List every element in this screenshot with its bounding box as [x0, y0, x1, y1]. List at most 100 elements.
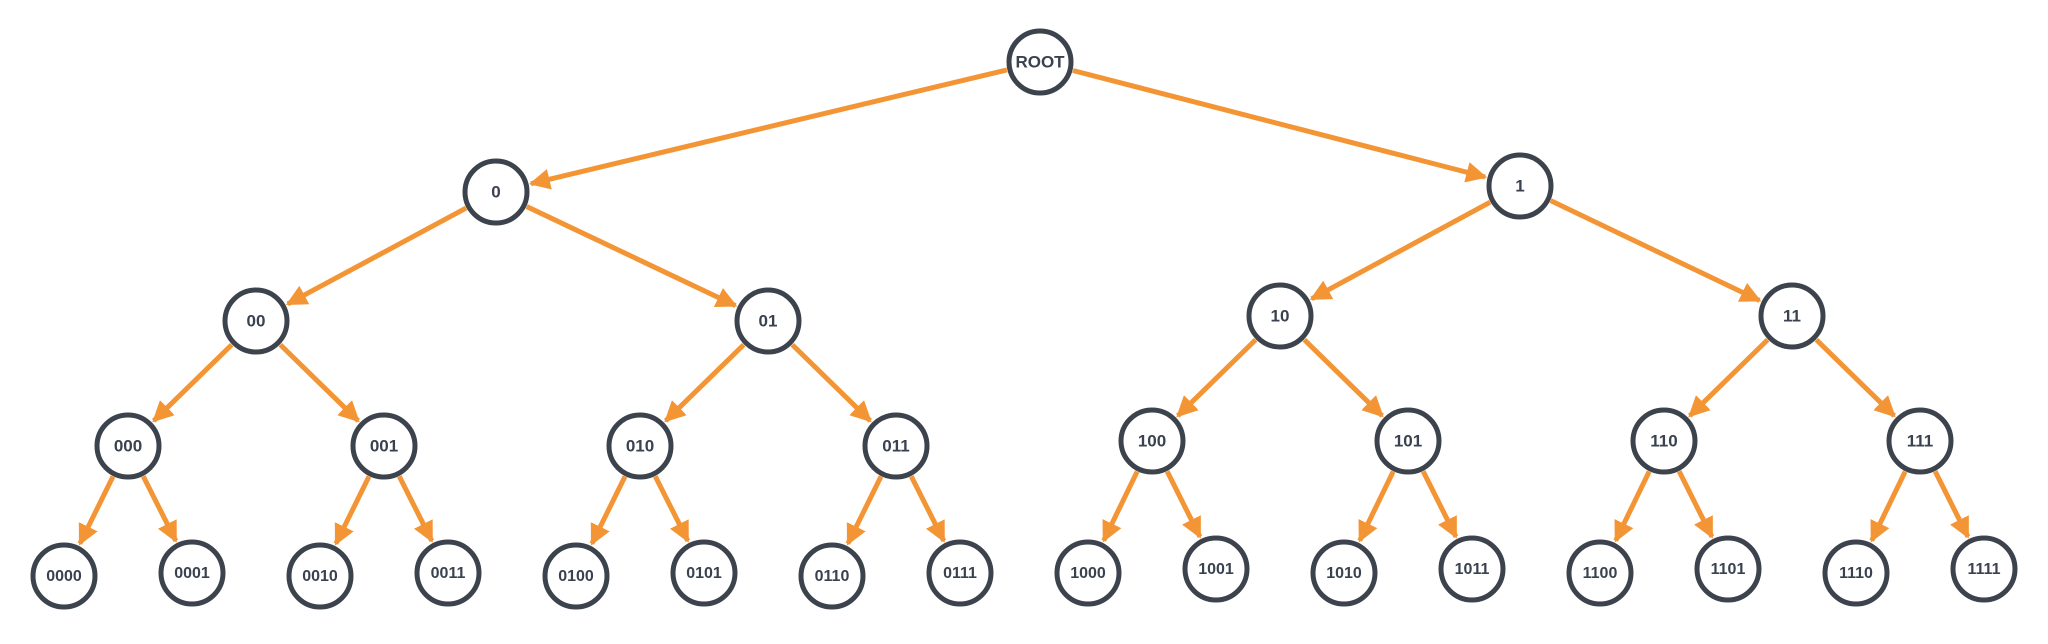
node-label: 1100 — [1583, 565, 1618, 582]
tree-node-1100: 1100 — [1566, 539, 1634, 607]
edge-root-to-0 — [528, 67, 1008, 190]
tree-node-0000: 0000 — [30, 542, 98, 610]
highlighted-node-circle — [798, 542, 866, 610]
node-circle — [1630, 407, 1698, 475]
edge-00-to-000 — [152, 342, 234, 423]
node-label: 1011 — [1455, 561, 1490, 578]
edge-0-to-01 — [525, 204, 738, 308]
node-circle — [222, 287, 290, 355]
highlighted-node-circle — [1006, 28, 1074, 96]
edge-11-to-110 — [1688, 337, 1770, 418]
tree-node-0011: 0011 — [414, 539, 482, 607]
node-circle — [734, 287, 802, 355]
tree-node-00: 00 — [222, 287, 290, 355]
node-label: 0110 — [815, 568, 850, 585]
node-label: 0 — [491, 182, 500, 201]
edge-01-to-010 — [664, 342, 746, 423]
node-label: 1110 — [1839, 565, 1873, 582]
node-label: 101 — [1394, 431, 1422, 450]
node-circle — [1566, 539, 1634, 607]
node-label: 11 — [1783, 306, 1801, 325]
edge-00-to-001 — [278, 342, 360, 423]
tree-node-0: 0 — [462, 158, 530, 226]
node-circle — [606, 412, 674, 480]
node-label: 0111 — [943, 565, 977, 582]
node-label: 1010 — [1326, 565, 1362, 582]
edge-000-to-0001 — [141, 475, 179, 543]
node-label: 0011 — [431, 565, 466, 582]
highlighted-node-circle — [414, 539, 482, 607]
node-circle — [1486, 152, 1554, 220]
node-circle — [1310, 539, 1378, 607]
node-label: 1001 — [1198, 561, 1234, 578]
edge-100-to-1000 — [1101, 470, 1140, 543]
node-circle — [350, 412, 418, 480]
node-circle — [1182, 535, 1250, 603]
edge-10-to-100 — [1176, 337, 1258, 418]
edge-001-to-0011 — [397, 475, 435, 543]
tree-node-1000: 1000 — [1054, 539, 1122, 607]
tree-node-root: ROOT — [1006, 28, 1074, 96]
edge-011-to-0111 — [909, 475, 947, 543]
node-circle — [286, 542, 354, 610]
edge-010-to-0101 — [653, 475, 691, 543]
node-circle — [462, 158, 530, 226]
edge-root-to-1 — [1072, 68, 1488, 183]
tree-node-110: 110 — [1630, 407, 1698, 475]
tree-node-0010: 0010 — [286, 542, 354, 610]
node-circle — [1758, 282, 1826, 350]
edge-1-to-10 — [1309, 199, 1492, 302]
highlighted-node-circle — [1246, 282, 1314, 350]
node-label: 001 — [370, 436, 398, 455]
node-circle — [1118, 407, 1186, 475]
edge-011-to-0110 — [845, 475, 884, 546]
tree-node-0110: 0110 — [798, 542, 866, 610]
tree-node-000: 000 — [94, 412, 162, 480]
tree-node-10: 10 — [1246, 282, 1314, 350]
tree-node-01: 01 — [734, 287, 802, 355]
edge-101-to-1011 — [1420, 470, 1459, 539]
tree-node-1010: 1010 — [1310, 539, 1378, 607]
tree-node-11: 11 — [1758, 282, 1826, 350]
tree-node-101: 101 — [1374, 407, 1442, 475]
node-label: 0101 — [686, 565, 722, 582]
node-label: 01 — [759, 311, 778, 330]
node-circle — [926, 539, 994, 607]
tree-node-1: 1 — [1486, 152, 1554, 220]
tree-node-011: 011 — [862, 412, 930, 480]
node-circle — [670, 539, 738, 607]
node-label: 011 — [882, 436, 909, 455]
node-label: 0001 — [174, 565, 210, 582]
node-label: 10 — [1271, 306, 1290, 325]
node-circle — [94, 412, 162, 480]
edge-110-to-1100 — [1613, 470, 1652, 543]
node-circle — [1694, 535, 1762, 603]
tree-node-0001: 0001 — [158, 539, 226, 607]
node-circle — [30, 542, 98, 610]
edge-111-to-1110 — [1869, 470, 1908, 543]
highlighted-node-circle — [1054, 539, 1122, 607]
edge-1-to-11 — [1549, 198, 1762, 303]
node-label: 0000 — [46, 568, 82, 585]
node-circle — [1950, 535, 2018, 603]
node-label: 110 — [1650, 431, 1677, 450]
tree-node-1110: 1110 — [1822, 539, 1890, 607]
node-circle — [1822, 539, 1890, 607]
tree-node-001: 001 — [350, 412, 418, 480]
edge-000-to-0000 — [77, 475, 116, 546]
node-label: 0010 — [302, 568, 338, 585]
node-circle — [158, 539, 226, 607]
edge-110-to-1101 — [1676, 470, 1715, 539]
tree-node-010: 010 — [606, 412, 674, 480]
edge-100-to-1001 — [1164, 470, 1203, 539]
node-label: 000 — [114, 436, 142, 455]
tree-node-100: 100 — [1118, 407, 1186, 475]
edge-010-to-0100 — [589, 475, 628, 546]
tree-node-1001: 1001 — [1182, 535, 1250, 603]
edges-layer — [77, 67, 1971, 546]
node-label: 1111 — [1968, 561, 2001, 578]
edge-0-to-00 — [285, 205, 468, 307]
node-label: 00 — [247, 311, 266, 330]
node-circle — [862, 412, 930, 480]
